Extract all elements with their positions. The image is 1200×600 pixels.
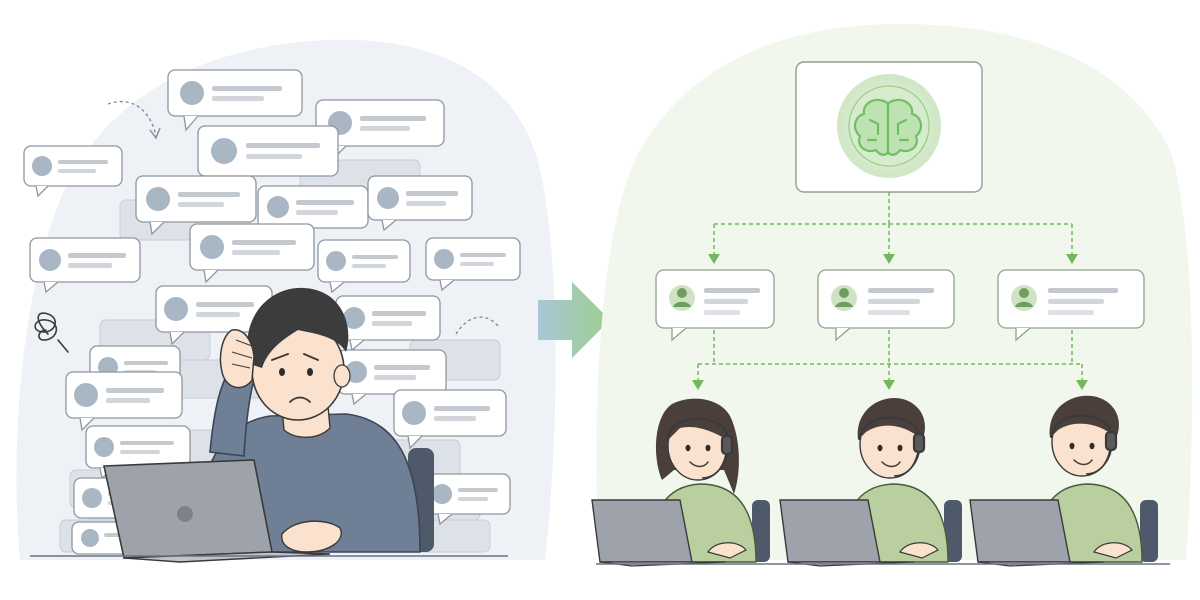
chat-bubble bbox=[425, 237, 521, 292]
router-connectors bbox=[697, 192, 1083, 382]
chat-bubble bbox=[335, 295, 441, 352]
routed-bubble bbox=[817, 269, 955, 342]
chat-bubble bbox=[257, 185, 369, 240]
chat-bubble bbox=[197, 125, 339, 192]
user-icon bbox=[200, 235, 224, 259]
chat-bubble bbox=[23, 145, 123, 198]
chat-bubble bbox=[135, 175, 257, 236]
user-icon bbox=[326, 251, 346, 271]
router-arrowheads bbox=[692, 254, 1088, 390]
stress-scribble-icon bbox=[34, 312, 69, 353]
dashed-arrow-curve bbox=[107, 100, 157, 137]
chat-bubble bbox=[167, 69, 303, 132]
headset-icon bbox=[858, 416, 926, 477]
user-icon bbox=[164, 297, 188, 321]
laptop-icon bbox=[103, 459, 331, 563]
headset-icon bbox=[1050, 414, 1118, 475]
arrow-right-icon bbox=[538, 282, 610, 358]
chat-bubble bbox=[337, 349, 447, 406]
right-panel-routed bbox=[591, 24, 1193, 567]
brain-icon bbox=[854, 98, 922, 156]
chat-bubble bbox=[155, 285, 273, 346]
chat-bubble bbox=[29, 237, 141, 294]
left-panel-overwhelmed bbox=[16, 39, 556, 563]
headset-icon bbox=[666, 418, 734, 479]
user-icon bbox=[434, 249, 454, 269]
support-agent-1 bbox=[591, 398, 770, 567]
user-icon bbox=[343, 307, 365, 329]
routed-bubble bbox=[997, 269, 1145, 342]
user-icon bbox=[432, 484, 452, 504]
user-icon bbox=[267, 196, 289, 218]
chat-bubble bbox=[189, 223, 315, 284]
user-icon bbox=[146, 187, 170, 211]
chat-bubble bbox=[367, 175, 473, 232]
chat-bubble bbox=[317, 239, 411, 294]
support-agent-3 bbox=[969, 395, 1158, 567]
chat-bubble bbox=[425, 473, 511, 526]
chat-bubbles-left bbox=[23, 69, 521, 555]
user-icon bbox=[211, 138, 237, 164]
chat-bubble bbox=[65, 371, 183, 432]
user-icon bbox=[81, 529, 99, 547]
user-icon bbox=[39, 249, 61, 271]
routed-bubble bbox=[655, 269, 775, 342]
user-icon bbox=[74, 383, 98, 407]
user-icon bbox=[32, 156, 52, 176]
user-icon bbox=[82, 488, 102, 508]
chat-bubble bbox=[393, 389, 507, 450]
user-icon bbox=[180, 81, 204, 105]
user-icon bbox=[377, 187, 399, 209]
ai-router-box bbox=[795, 61, 983, 193]
support-agent-2 bbox=[779, 397, 962, 567]
routed-bubbles bbox=[655, 269, 1145, 342]
chat-bubble bbox=[315, 99, 445, 160]
chat-bubble bbox=[85, 425, 191, 480]
user-icon bbox=[402, 401, 426, 425]
user-icon bbox=[94, 437, 114, 457]
